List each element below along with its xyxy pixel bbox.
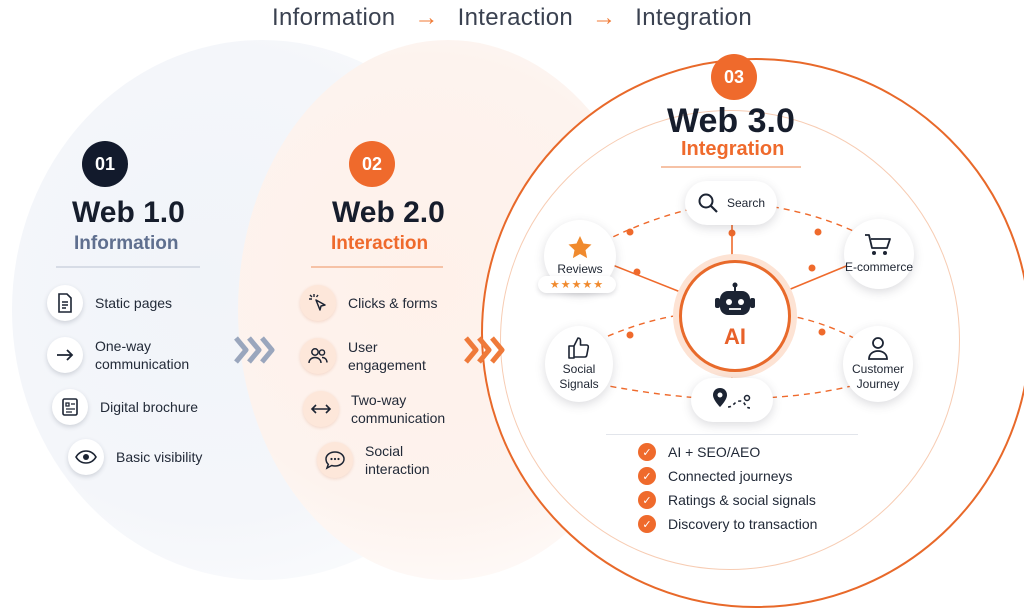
checkmark-icon: ✓ xyxy=(638,443,656,461)
checklist-item: ✓ Connected journeys xyxy=(638,467,793,485)
ai-label: AI xyxy=(724,324,746,349)
web3-divider xyxy=(661,166,801,168)
chevrons-right-icon xyxy=(233,334,279,366)
node-location-route xyxy=(691,378,773,422)
web2-item-clicks: Clicks & forms xyxy=(300,285,437,321)
web1-title: Web 1.0 xyxy=(72,196,185,229)
web3-inner-ring xyxy=(500,110,960,570)
header-step-interaction: Interaction xyxy=(457,4,573,31)
web1-divider xyxy=(56,266,200,268)
arrow-right-icon xyxy=(47,337,83,373)
header-arrow-icon: → xyxy=(591,4,617,31)
checklist-item-label: Discovery to transaction xyxy=(668,516,818,532)
web2-item-two-way: Two-way communication xyxy=(303,391,445,427)
web1-item-static-pages: Static pages xyxy=(47,285,172,321)
brochure-icon xyxy=(52,389,88,425)
ai-hub: AI xyxy=(679,260,791,372)
web2-item-label: Two-way communication xyxy=(351,392,446,426)
checklist-item: ✓ Ratings & social signals xyxy=(638,491,816,509)
web1-number-badge: 01 xyxy=(82,141,128,187)
two-way-arrow-icon xyxy=(303,391,339,427)
node-customer-journey: Customer Journey xyxy=(843,326,913,402)
web2-number-badge: 02 xyxy=(349,141,395,187)
web2-subtitle: Interaction xyxy=(331,233,429,254)
node-search: Search xyxy=(685,181,777,225)
web2-item-label: Social interaction xyxy=(365,443,430,477)
web1-item-label: One-way communication xyxy=(95,338,190,372)
header-arrow-icon: → xyxy=(414,4,439,31)
node-search-label: Search xyxy=(726,196,766,210)
web3-number-badge: 03 xyxy=(711,54,757,100)
web3-subtitle: Integration xyxy=(681,138,785,160)
checklist-item-label: Ratings & social signals xyxy=(668,492,816,508)
robot-icon xyxy=(715,282,755,315)
web1-item-visibility: Basic visibility xyxy=(68,439,202,475)
eye-icon xyxy=(68,439,104,475)
checkmark-icon: ✓ xyxy=(638,467,656,485)
web1-item-label: Digital brochure xyxy=(100,399,199,415)
header-step-integration: Integration xyxy=(635,4,752,31)
users-icon xyxy=(300,338,336,374)
checkmark-icon: ✓ xyxy=(638,515,656,533)
node-social-signals: Social Signals xyxy=(545,326,613,402)
user-icon xyxy=(868,337,888,360)
web1-item-one-way: One-way communication xyxy=(47,337,189,373)
checklist-item-label: AI + SEO/AEO xyxy=(668,444,761,460)
node-ecommerce: E-commerce xyxy=(844,219,914,289)
search-icon xyxy=(698,193,718,213)
document-icon xyxy=(47,285,83,321)
web2-item-engagement: User engagement xyxy=(300,338,426,374)
checklist-item-label: Connected journeys xyxy=(668,468,793,484)
web1-item-label: Static pages xyxy=(95,295,173,311)
chat-bubble-icon xyxy=(317,442,353,478)
rating-stars-icon: ★★★★★ xyxy=(538,276,616,293)
evolution-header: Information → Interaction → Integration xyxy=(0,4,1024,32)
node-ecommerce-label: E-commerce xyxy=(844,260,913,274)
thumbs-up-icon xyxy=(568,337,590,359)
checklist-item: ✓ AI + SEO/AEO xyxy=(638,443,760,461)
web2-title: Web 2.0 xyxy=(332,196,445,229)
web2-divider xyxy=(311,266,443,268)
node-social-label: Social Signals xyxy=(559,362,599,391)
web1-subtitle: Information xyxy=(74,233,179,254)
checkmark-icon: ✓ xyxy=(638,491,656,509)
node-journey-label: Customer Journey xyxy=(851,362,904,391)
web1-item-brochure: Digital brochure xyxy=(52,389,198,425)
shopping-cart-icon xyxy=(865,234,891,255)
chevrons-right-icon xyxy=(463,334,509,366)
web2-item-social: Social interaction xyxy=(317,442,430,478)
web2-item-label: User engagement xyxy=(348,339,426,373)
web3-title: Web 3.0 xyxy=(667,102,795,140)
header-step-information: Information xyxy=(272,4,396,31)
checklist-item: ✓ Discovery to transaction xyxy=(638,515,817,533)
cursor-click-icon xyxy=(300,285,336,321)
web2-item-label: Clicks & forms xyxy=(348,295,438,311)
map-route-icon xyxy=(713,388,751,409)
web1-item-label: Basic visibility xyxy=(116,449,203,465)
star-icon xyxy=(568,236,592,259)
node-reviews-label: Reviews xyxy=(557,262,603,276)
checklist-divider xyxy=(606,434,858,435)
